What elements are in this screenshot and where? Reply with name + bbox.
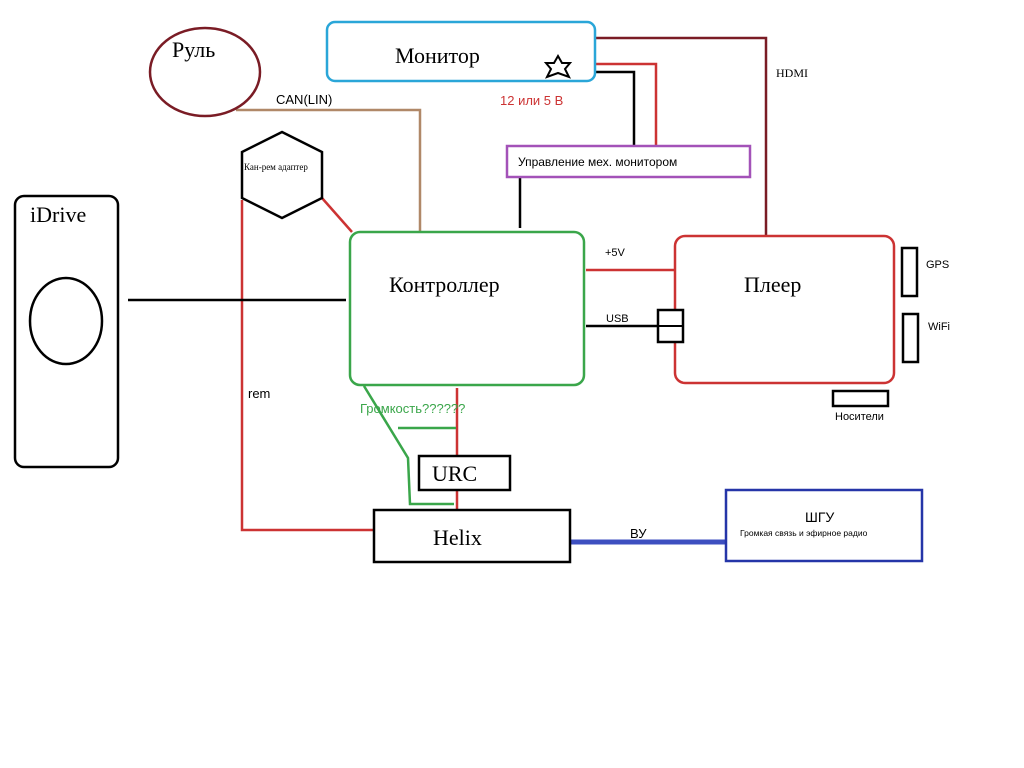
hdmi-label: HDMI (776, 66, 808, 80)
monitor-node (325, 20, 597, 83)
player-label: Плеер (744, 272, 801, 297)
wifi-label: WiFi (928, 321, 950, 333)
adapter-controller-line (321, 197, 353, 233)
urc-label: URC (432, 461, 477, 486)
player-node (673, 234, 896, 385)
monitor-control-node (505, 144, 752, 179)
shgu-label: ШГУ (805, 509, 834, 525)
urc-node (417, 454, 512, 492)
idrive-node (13, 194, 120, 469)
monitor-power-line (568, 62, 658, 146)
monitor-label: Монитор (395, 43, 480, 68)
vu-label: ВУ (630, 526, 647, 541)
helix-node (372, 508, 572, 564)
volume-line (362, 385, 454, 506)
controller-label: Контроллер (389, 272, 500, 297)
controller-node (348, 230, 586, 387)
can-lin-label: CAN(LIN) (276, 92, 332, 107)
volume-label: Громкость?????? (360, 401, 465, 416)
voltage-label: 12 или 5 В (500, 93, 563, 108)
helix-label: Helix (433, 525, 482, 550)
adapter-node (240, 130, 324, 220)
steering-label: Руль (172, 37, 215, 62)
wifi-module (901, 312, 920, 364)
rem-label: rem (248, 386, 270, 401)
hdmi-line (592, 36, 768, 236)
gps-module (900, 246, 919, 298)
idrive-label: iDrive (30, 202, 86, 227)
monitor-control-label: Управление мех. монитором (518, 155, 677, 169)
plus5v-label: +5V (605, 247, 626, 259)
rem-line (240, 200, 374, 532)
steering-node (148, 26, 262, 118)
star-icon (543, 53, 573, 79)
idrive-knob-icon (28, 276, 104, 366)
media-label: Носители (835, 411, 884, 423)
gps-label: GPS (926, 259, 949, 271)
can-lin-line (236, 108, 422, 232)
usb-label: USB (606, 313, 629, 325)
monitor-control-signal-line (567, 70, 636, 146)
adapter-label: Кан-рем адаптер (244, 162, 308, 172)
shgu-sublabel: Громкая связь и эфирное радио (740, 528, 868, 538)
media-slot (831, 389, 890, 408)
shgu-node (724, 488, 924, 563)
